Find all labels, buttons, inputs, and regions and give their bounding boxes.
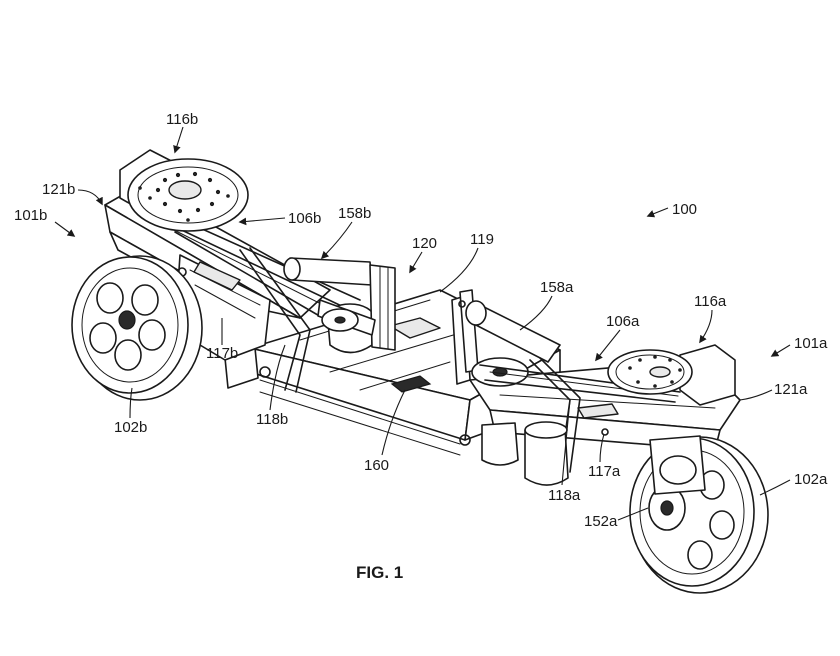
- platform-b-perforations: [138, 171, 230, 222]
- label-116a: 116a: [694, 293, 727, 310]
- leader-lines: [54, 126, 791, 521]
- actuator-b: [283, 257, 396, 351]
- label-116b: 116b: [166, 111, 198, 128]
- reference-numerals: 100 101a 101b 102a 102b 106a 106b 116a 1…: [14, 111, 828, 530]
- end-a-assembly: [465, 300, 769, 594]
- label-102b: 102b: [114, 419, 147, 436]
- label-119: 119: [470, 231, 494, 248]
- label-117a: 117a: [588, 463, 621, 480]
- label-158a: 158a: [540, 279, 574, 296]
- label-106a: 106a: [606, 313, 640, 330]
- label-106b: 106b: [288, 210, 321, 227]
- label-118b: 118b: [256, 411, 288, 428]
- label-117b: 117b: [206, 345, 238, 362]
- label-120: 120: [412, 235, 437, 252]
- label-118a: 118a: [548, 487, 581, 504]
- label-152a: 152a: [584, 513, 618, 530]
- label-101b: 101b: [14, 207, 47, 224]
- end-b-assembly: [71, 149, 375, 401]
- label-102a: 102a: [794, 471, 828, 488]
- label-121b: 121b: [42, 181, 75, 198]
- label-100: 100: [672, 201, 697, 218]
- platform-a-perforations: [628, 355, 682, 388]
- label-160: 160: [364, 457, 389, 474]
- label-101a: 101a: [794, 335, 828, 352]
- figure-caption: FIG. 1: [356, 563, 403, 582]
- label-158b: 158b: [338, 205, 371, 222]
- label-121a: 121a: [774, 381, 808, 398]
